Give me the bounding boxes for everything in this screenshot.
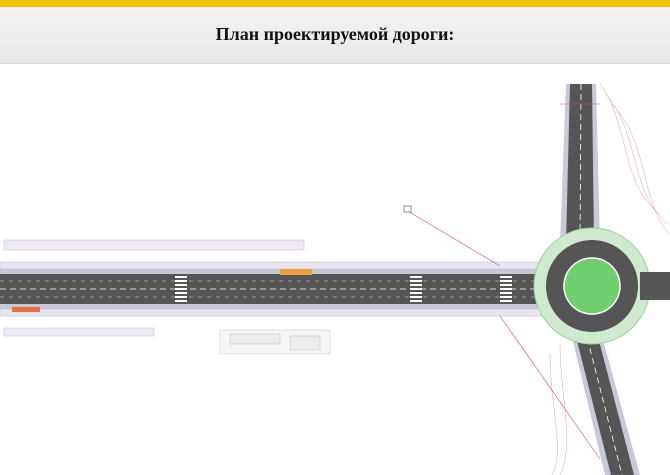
main-road xyxy=(0,261,561,317)
roundabout xyxy=(533,227,670,345)
crosswalks xyxy=(175,275,512,303)
terrain-right xyxy=(549,83,670,475)
page-title: План проектируемой дороги: xyxy=(215,24,455,44)
title-band xyxy=(0,7,670,64)
map-marker xyxy=(403,205,412,213)
roadside-left xyxy=(3,239,331,355)
accent-strip xyxy=(0,0,670,7)
vertical-road xyxy=(560,83,640,475)
annotation-lines xyxy=(405,103,601,460)
road-plan-drawing xyxy=(0,83,670,475)
